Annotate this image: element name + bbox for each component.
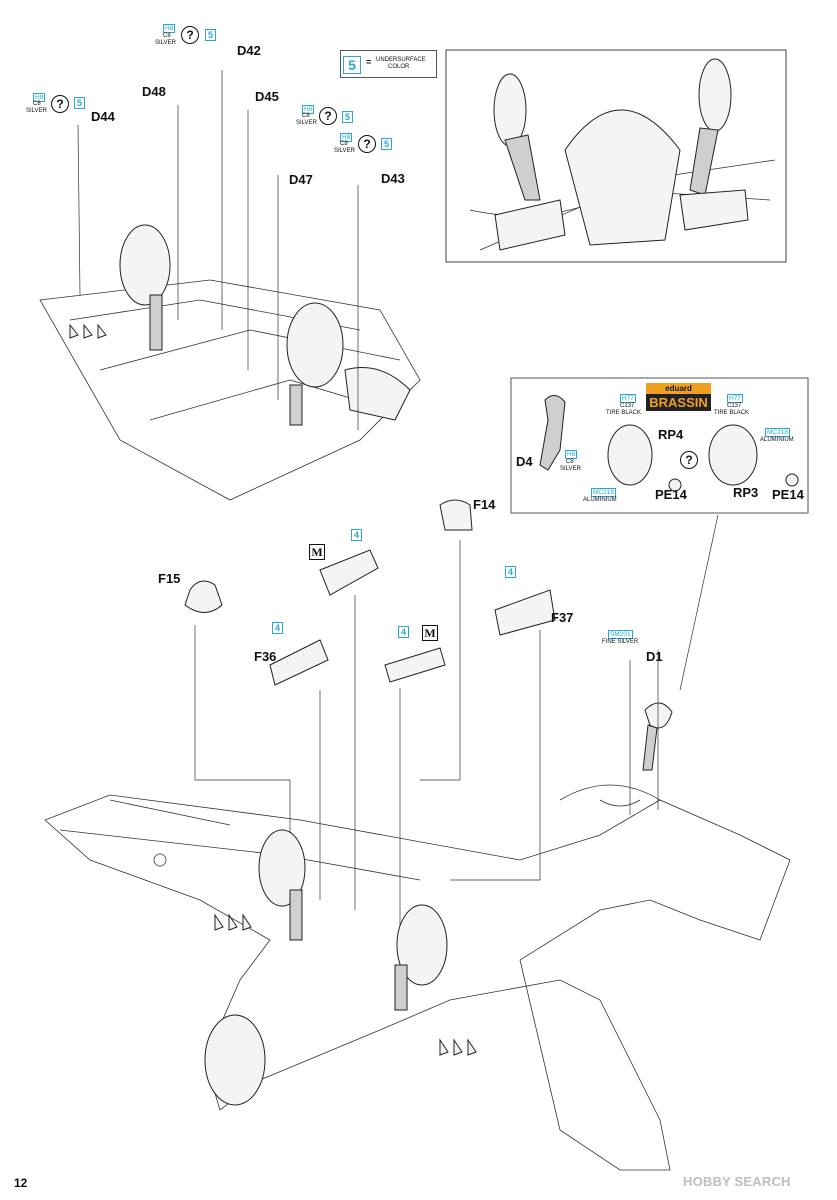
d47-code2: C8 [302, 113, 310, 119]
label-f15: F15 [158, 571, 181, 586]
label-d48: D48 [142, 84, 166, 99]
cowling [204, 1014, 266, 1106]
brassin-logo: eduard BRASSIN [646, 383, 711, 411]
rp4-tire-code1: H77 [620, 394, 636, 403]
rp3-hub-name: ALUMINIUM [760, 437, 794, 443]
f36-part [269, 639, 329, 686]
d1-color-name: FINE SILVER [602, 639, 639, 645]
rp4-tire-name: TIRE BLACK [606, 410, 642, 416]
d47-question-mark: ? [319, 107, 337, 125]
detail-inset-frame [445, 49, 787, 263]
legend-text-1: UNDERSURFACE [376, 57, 426, 63]
legend-box [340, 50, 437, 78]
rp3-tire-code1: H77 [727, 394, 743, 403]
d44-code1: H8 [33, 93, 46, 102]
d42-code1: H8 [163, 24, 176, 33]
label-d43: D43 [381, 171, 405, 186]
brassin-name: BRASSIN [649, 395, 708, 410]
rp4-tire-code2: C137 [620, 403, 635, 409]
middle-parts [184, 499, 673, 771]
label-rp4: RP4 [658, 427, 684, 442]
d42-color-name: SILVER [155, 40, 176, 46]
rp3-hub-code: MC218 [765, 428, 790, 437]
d4-color-name: SILVER [560, 466, 581, 472]
left-wheel-upper [119, 224, 171, 306]
label-rp3: RP3 [733, 485, 759, 500]
label-f36: F36 [254, 649, 277, 664]
d42-question-mark: ? [181, 26, 199, 44]
brassin-frame [510, 377, 809, 514]
d42-code2: C8 [163, 33, 171, 39]
brassin-brand: eduard [646, 383, 711, 394]
d1-code: SM201 [608, 630, 633, 639]
d42-step: 5 [205, 29, 216, 41]
right-wheel-main [396, 904, 448, 986]
f15-part [184, 580, 223, 613]
label-pe14-left: PE14 [655, 487, 687, 502]
d44-question-mark: ? [51, 95, 69, 113]
d43-code2: C8 [340, 141, 348, 147]
m-mark-1: M [309, 544, 325, 560]
d4-code2: C8 [566, 459, 574, 465]
d44-step: 5 [74, 97, 85, 109]
legend-text-2: COLOR [388, 64, 410, 70]
upper-wing-assembly [39, 224, 421, 501]
watermark: HOBBY SEARCH [683, 1174, 791, 1189]
label-d44: D44 [91, 109, 115, 124]
guide-lines [77, 70, 719, 1000]
d43-question-mark: ? [358, 135, 376, 153]
f14-part [439, 499, 473, 531]
d43-color-name: SILVER [334, 148, 355, 154]
rp3-tire-name: TIRE BLACK [714, 410, 750, 416]
step-f37: 4 [505, 566, 516, 578]
m-mark-2: M [422, 625, 438, 641]
inset-gear-drawing [469, 58, 776, 251]
left-wheel-main [258, 829, 306, 907]
m-part-lower [384, 647, 446, 683]
step-f14-part: 4 [351, 529, 362, 541]
pe14-question-mark: ? [680, 451, 698, 469]
label-d42: D42 [237, 43, 261, 58]
d47-step: 5 [342, 111, 353, 123]
d47-code1: H8 [302, 105, 315, 114]
label-d1: D1 [646, 649, 663, 664]
label-d4: D4 [516, 454, 533, 469]
page-number: 12 [14, 1176, 28, 1190]
label-f37: F37 [551, 610, 574, 625]
d43-code1: H8 [340, 133, 353, 142]
d47-color-name: SILVER [296, 120, 317, 126]
step-mid: 4 [398, 626, 409, 638]
f37-part [494, 589, 556, 636]
right-wheel-upper [286, 302, 344, 388]
d44-code2: C8 [33, 101, 41, 107]
legend-equals: = [366, 57, 372, 67]
d43-step: 5 [381, 138, 392, 150]
m-part-upper [319, 549, 379, 596]
label-d45: D45 [255, 89, 279, 104]
label-d47: D47 [289, 172, 313, 187]
d44-color-name: SILVER [26, 108, 47, 114]
label-f14: F14 [473, 497, 496, 512]
rp4-hub-code: MC218 [591, 488, 616, 497]
main-aircraft-drawing [44, 784, 791, 1171]
d1-wheel [644, 702, 673, 729]
rp3-tire-code2: C137 [727, 403, 742, 409]
rp4-hub-name: ALUMINIUM [583, 497, 617, 503]
brassin-parts [539, 395, 799, 492]
d4-code1: H8 [565, 450, 578, 459]
step-f36: 4 [272, 622, 283, 634]
label-pe14-right: PE14 [772, 487, 804, 502]
legend-step-number: 5 [343, 56, 361, 74]
